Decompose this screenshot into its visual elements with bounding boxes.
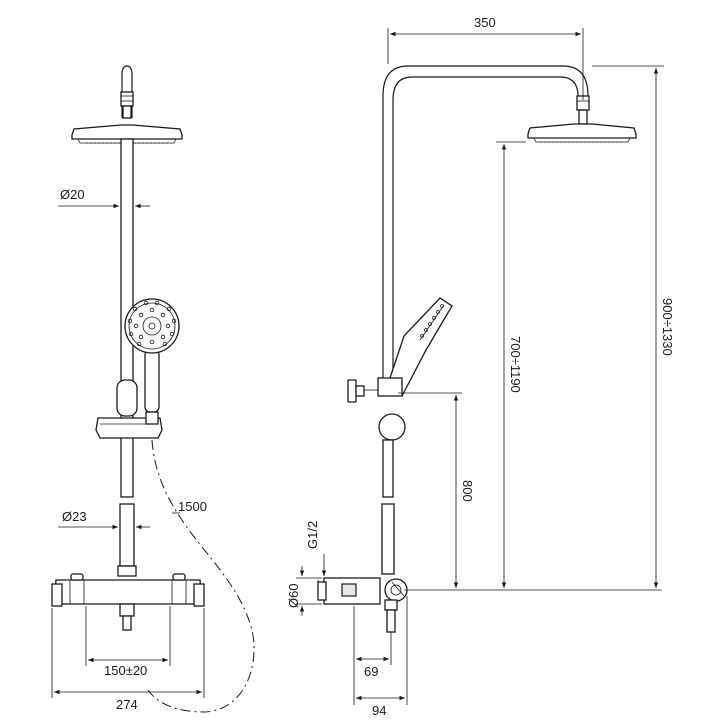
hand-shower-front [124, 298, 180, 413]
hose-length-label: 1500 [178, 499, 207, 514]
lower-pipe-diameter-dimension: Ø23 [58, 509, 150, 530]
offset-small-dimension: 69 [353, 606, 392, 705]
hose-path [147, 439, 255, 713]
lower-pipe-diameter-label: Ø23 [62, 509, 87, 524]
overhead-arm [382, 65, 590, 385]
lower-pipe-side [381, 503, 395, 575]
lower-pipe [117, 503, 137, 577]
thermostatic-mixer-side [317, 577, 408, 633]
inlet-spacing-label: 150±20 [104, 663, 147, 678]
slider-holder [95, 379, 163, 439]
side-view: 350 [286, 15, 675, 718]
nozzle-ring [127, 300, 177, 347]
thermostatic-mixer-front [51, 573, 205, 631]
inlet-height-label: 800 [460, 480, 475, 502]
overhead-shower-head-side [527, 123, 637, 143]
total-height-label: 900÷1330 [660, 298, 675, 356]
inlet-spacing-dimension: 150±20 [85, 606, 171, 678]
offset-large-label: 94 [372, 703, 386, 718]
arm-reach-dimension: 350 [387, 15, 584, 100]
total-height-dimension: 900÷1330 [592, 65, 675, 588]
slider-holder-side [347, 377, 406, 441]
hose-length-dimension: 1500 [172, 499, 207, 514]
head-height-label: 700÷1190 [508, 336, 523, 393]
inlet-height-dimension: 800 [398, 392, 662, 591]
mixer-width-dimension: 274 [51, 608, 205, 712]
thread-dimension: G1/2 [305, 521, 327, 582]
front-view: Ø20 [51, 65, 255, 713]
body-diameter-dimension: Ø60 [286, 566, 322, 616]
offset-large-dimension: 94 [356, 596, 408, 718]
thread-label: G1/2 [305, 521, 320, 549]
mixer-width-label: 274 [116, 697, 138, 712]
rail-diameter-label: Ø20 [60, 187, 85, 202]
head-height-dimension: 700÷1190 [496, 141, 526, 588]
offset-small-label: 69 [364, 664, 378, 679]
arm-reach-label: 350 [474, 15, 496, 30]
rail-side [382, 439, 394, 498]
body-diameter-label: Ø60 [286, 583, 301, 608]
rail-diameter-dimension: Ø20 [58, 187, 150, 209]
